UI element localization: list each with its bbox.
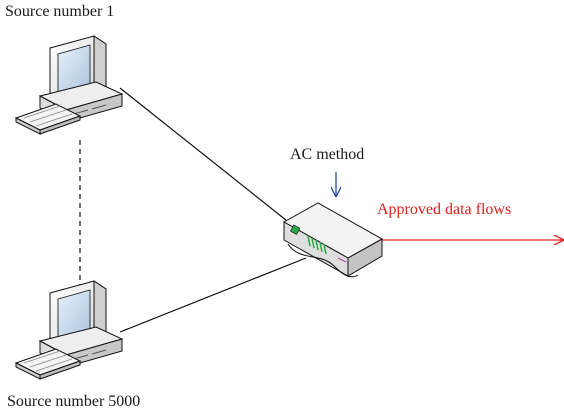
router-icon	[282, 202, 384, 278]
link-source-5000-to-router	[119, 257, 307, 333]
source-bottom-label: Source number 5000	[7, 393, 141, 410]
desktop-computer-icon	[14, 35, 124, 135]
ac-method-label: AC method	[290, 146, 365, 163]
approved-data-flows-label: Approved data flows	[377, 201, 512, 218]
source-top-label: Source number 1	[5, 3, 115, 20]
link-source-1-to-router	[119, 87, 297, 229]
desktop-computer-icon	[14, 280, 124, 380]
